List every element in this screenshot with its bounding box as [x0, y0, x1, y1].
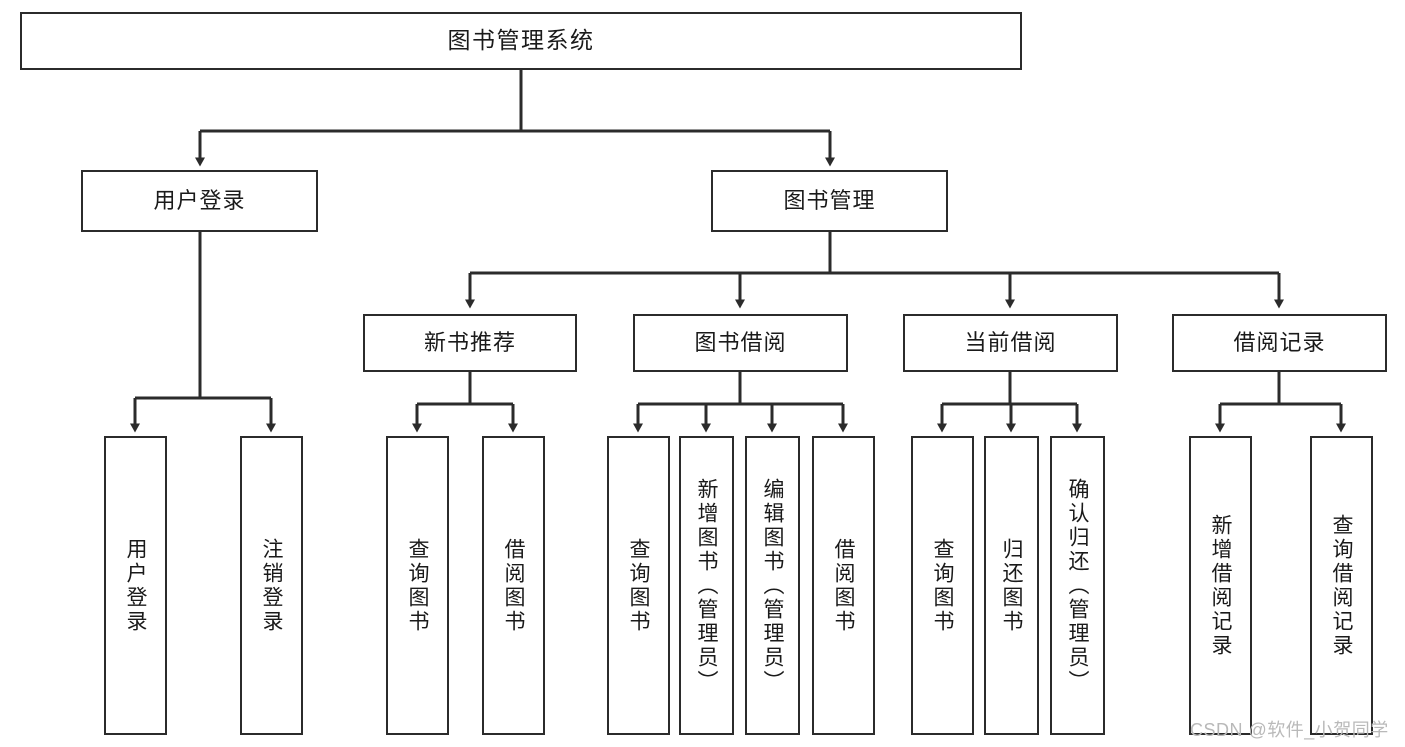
node-leaf-borrow-book-2-label: 借阅图书: [832, 537, 855, 634]
node-user-login-label: 用户登录: [153, 188, 246, 214]
node-leaf-query-book-3[interactable]: 查询图书: [911, 436, 974, 735]
node-leaf-add-record[interactable]: 新增借阅记录: [1189, 436, 1252, 735]
node-book-borrow-label: 图书借阅: [694, 330, 787, 356]
node-leaf-query-book-2[interactable]: 查询图书: [607, 436, 670, 735]
node-borrow-record-label: 借阅记录: [1233, 330, 1326, 356]
node-leaf-borrow-book-1-label: 借阅图书: [502, 537, 525, 634]
node-new-book-recommend[interactable]: 新书推荐: [363, 314, 577, 372]
node-root-label: 图书管理系统: [447, 27, 595, 54]
node-borrow-record[interactable]: 借阅记录: [1172, 314, 1387, 372]
node-leaf-edit-book[interactable]: 编辑图书（管理员）: [745, 436, 800, 735]
node-leaf-return-book-label: 归还图书: [1000, 537, 1023, 634]
node-leaf-add-book[interactable]: 新增图书（管理员）: [679, 436, 734, 735]
node-current-borrow-label: 当前借阅: [964, 330, 1057, 356]
node-leaf-return-book[interactable]: 归还图书: [984, 436, 1039, 735]
node-leaf-logout[interactable]: 注销登录: [240, 436, 303, 735]
node-leaf-borrow-book-2[interactable]: 借阅图书: [812, 436, 875, 735]
node-book-manage[interactable]: 图书管理: [711, 170, 948, 232]
node-book-manage-label: 图书管理: [783, 188, 876, 214]
node-leaf-query-record[interactable]: 查询借阅记录: [1310, 436, 1373, 735]
node-book-borrow[interactable]: 图书借阅: [633, 314, 848, 372]
node-leaf-add-record-label: 新增借阅记录: [1209, 513, 1232, 658]
node-leaf-confirm-return[interactable]: 确认归还（管理员）: [1050, 436, 1105, 735]
node-leaf-query-book-1[interactable]: 查询图书: [386, 436, 449, 735]
csdn-watermark: CSDN @软件_小贺同学: [1190, 720, 1389, 740]
node-root[interactable]: 图书管理系统: [20, 12, 1022, 70]
node-leaf-user-login-label: 用户登录: [124, 537, 147, 634]
node-leaf-query-record-label: 查询借阅记录: [1330, 513, 1353, 658]
node-leaf-confirm-return-label: 确认归还（管理员）: [1066, 477, 1089, 694]
node-leaf-query-book-3-label: 查询图书: [931, 537, 954, 634]
node-current-borrow[interactable]: 当前借阅: [903, 314, 1118, 372]
node-leaf-edit-book-label: 编辑图书（管理员）: [761, 477, 784, 694]
node-new-book-recommend-label: 新书推荐: [423, 330, 516, 356]
node-leaf-logout-label: 注销登录: [260, 537, 283, 634]
node-leaf-query-book-1-label: 查询图书: [406, 537, 429, 634]
node-leaf-query-book-2-label: 查询图书: [627, 537, 650, 634]
node-leaf-add-book-label: 新增图书（管理员）: [695, 477, 718, 694]
node-leaf-borrow-book-1[interactable]: 借阅图书: [482, 436, 545, 735]
node-user-login[interactable]: 用户登录: [81, 170, 318, 232]
node-leaf-user-login[interactable]: 用户登录: [104, 436, 167, 735]
